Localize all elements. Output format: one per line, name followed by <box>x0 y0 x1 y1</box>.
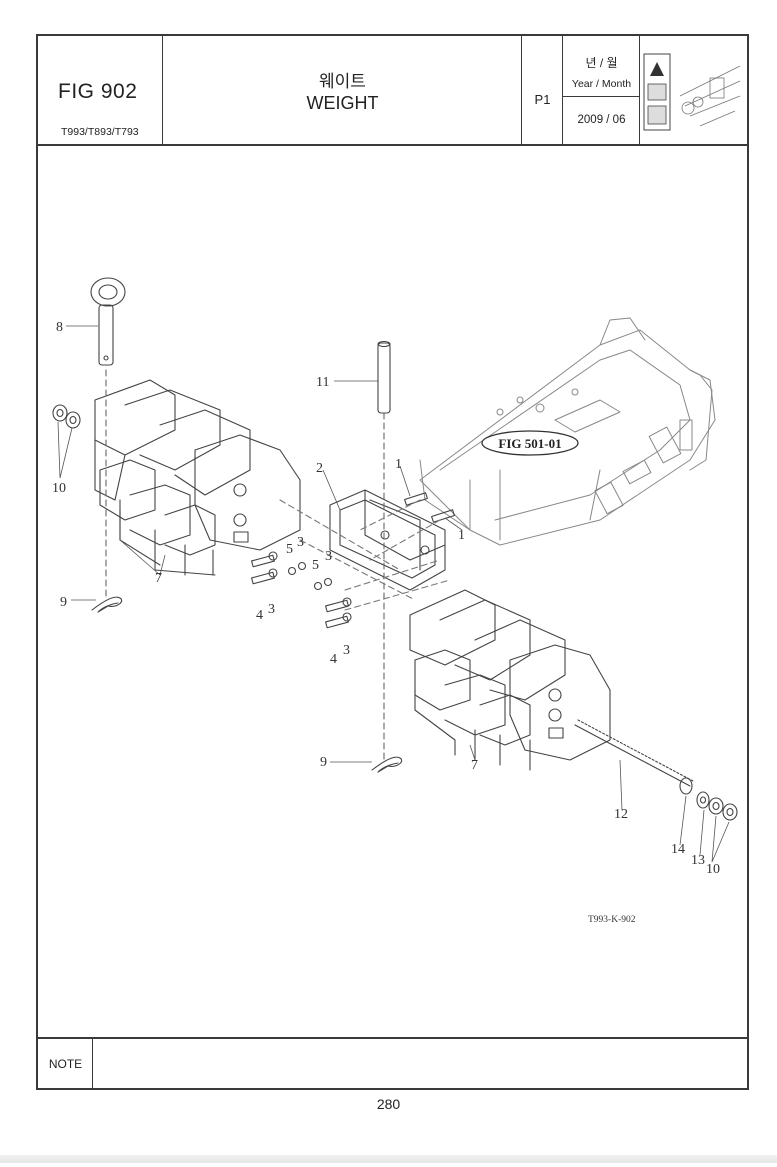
callout-1-lower: 1 <box>458 528 465 543</box>
machine-thumbnail-icon <box>643 53 741 131</box>
callout-3-lower-right: 3 <box>343 643 350 658</box>
title-cell: 웨이트 WEIGHT <box>163 36 522 144</box>
note-cell: NOTE <box>38 1039 93 1090</box>
callout-12: 12 <box>614 807 628 822</box>
callout-13: 13 <box>691 853 705 868</box>
page-number: 280 <box>376 1096 401 1112</box>
stud-lower <box>431 509 455 523</box>
bolts-right <box>325 597 352 629</box>
note-label: NOTE <box>48 1057 83 1071</box>
callout-8: 8 <box>56 320 63 335</box>
long-rod <box>574 719 694 795</box>
callout-9-lower: 9 <box>320 755 327 770</box>
page-code: P1 <box>534 92 551 107</box>
bolts-left <box>251 551 333 591</box>
callout-9-left: 9 <box>60 595 67 610</box>
figure-cell: FIG 902 T993/T893/T793 <box>38 36 163 144</box>
year-month-label: Year / Month <box>571 78 632 90</box>
date-cell: 년 / 월 Year / Month 2009 / 06 <box>563 36 640 144</box>
callout-1-upper: 1 <box>395 457 402 472</box>
model-list: T993/T893/T793 <box>61 126 139 138</box>
page-frame: FIG 902 T993/T893/T793 웨이트 WEIGHT P1 년 /… <box>36 34 749 1090</box>
callout-5-right: 5 <box>312 558 319 573</box>
callout-3-lower-left: 3 <box>268 602 275 617</box>
title-korean: 웨이트 <box>319 72 366 91</box>
nuts-right <box>696 791 738 821</box>
callout-11: 11 <box>316 375 329 390</box>
page-code-cell: P1 <box>522 36 563 144</box>
reference-figure-label: FIG 501-01 <box>498 436 561 451</box>
callout-10-left: 10 <box>52 481 66 496</box>
thumbnail-cell <box>640 36 747 144</box>
drawing-code: T993-K-902 <box>588 915 636 925</box>
scan-edge <box>0 1155 777 1163</box>
nuts-left <box>52 404 81 429</box>
ring-pin <box>90 277 126 601</box>
title-english: WEIGHT <box>306 93 379 113</box>
vertical-pin <box>377 340 391 761</box>
right-weight-stack <box>409 589 611 771</box>
figure-number: FIG 902 <box>58 80 138 103</box>
hair-clip-lower <box>371 756 403 773</box>
revision-date: 2009 / 06 <box>577 114 626 126</box>
reference-oval <box>481 430 579 456</box>
callout-14: 14 <box>671 842 685 857</box>
callout-4-left: 4 <box>256 608 263 623</box>
callout-7-left: 7 <box>155 571 162 586</box>
callout-3-upper-left: 3 <box>297 535 304 550</box>
mounting-bracket <box>329 489 446 591</box>
hair-clip-left <box>91 596 123 613</box>
left-weight-stack <box>94 379 301 576</box>
callout-5-left: 5 <box>286 542 293 557</box>
header-block: FIG 902 T993/T893/T793 웨이트 WEIGHT P1 년 /… <box>38 36 747 146</box>
callout-2: 2 <box>316 461 323 476</box>
machine-frame-drawing <box>419 317 716 546</box>
callout-10-right: 10 <box>706 862 720 877</box>
callout-4-right: 4 <box>330 652 337 667</box>
callout-3-upper-right: 3 <box>325 549 332 564</box>
callout-7-right: 7 <box>471 758 478 773</box>
year-month-korean: 년 / 월 <box>585 56 618 70</box>
